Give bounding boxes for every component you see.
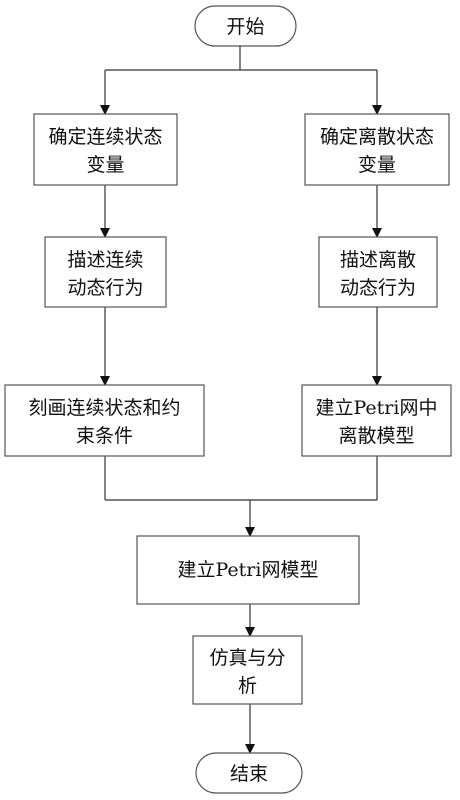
simulate-line1: 仿真与分 <box>209 647 285 669</box>
left-step2-line2: 动态行为 <box>67 277 143 299</box>
left-step3-node: 刻画连续状态和约 束条件 <box>4 384 205 457</box>
left-step2-node: 描述连续 动态行为 <box>44 236 167 308</box>
left-step3-line2: 束条件 <box>76 425 133 447</box>
right-step3-line1: 建立Petri网中 <box>316 397 438 419</box>
simulate-node: 仿真与分 析 <box>192 635 303 705</box>
merge-node: 建立Petri网模型 <box>136 535 360 605</box>
end-terminal-shape <box>195 752 303 794</box>
left-step3-box <box>4 384 205 457</box>
simulate-line2: 析 <box>238 675 257 697</box>
right-step2-node: 描述离散 动态行为 <box>318 236 438 308</box>
right-step2-box <box>318 236 438 308</box>
right-step1-node: 确定离散状态 变量 <box>304 113 450 186</box>
left-step2-box <box>44 236 167 308</box>
simulate-box <box>192 635 303 705</box>
left-step1-box <box>33 113 178 186</box>
left-step1-line1: 确定连续状态 <box>48 126 162 148</box>
merge-label: 建立Petri网模型 <box>178 559 319 581</box>
left-step1-line2: 变量 <box>86 154 124 176</box>
right-step2-line1: 描述离散 <box>340 249 416 271</box>
right-step1-box <box>304 113 450 186</box>
end-node: 结束 <box>195 752 303 794</box>
start-terminal-shape <box>194 5 297 47</box>
left-step1-node: 确定连续状态 变量 <box>33 113 178 186</box>
right-step2-line2: 动态行为 <box>340 277 416 299</box>
end-label: 结束 <box>230 763 268 785</box>
left-step3-line1: 刻画连续状态和约 <box>28 397 180 419</box>
merge-box <box>136 535 360 605</box>
start-node: 开始 <box>194 5 297 47</box>
left-step2-line1: 描述连续 <box>67 249 143 271</box>
right-step1-line2: 变量 <box>358 154 396 176</box>
start-label: 开始 <box>226 16 264 38</box>
right-step3-line2: 离散模型 <box>338 425 414 447</box>
right-step3-box <box>301 384 452 457</box>
right-step1-line1: 确定离散状态 <box>320 126 434 148</box>
edges <box>100 46 382 754</box>
right-step3-node: 建立Petri网中 离散模型 <box>301 384 452 457</box>
